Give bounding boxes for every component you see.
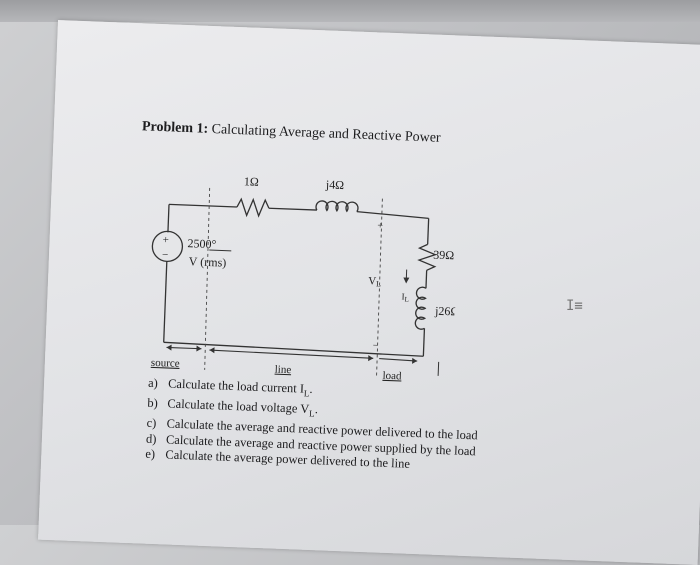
line-arrow-right-head <box>368 355 373 361</box>
line-resistance-label: 1Ω <box>244 174 260 189</box>
source-section-label: source <box>151 357 180 370</box>
source-arrow <box>167 347 202 348</box>
document-page: Problem 1: Calculating Average and React… <box>38 20 700 565</box>
text-cursor-icon: I≡ <box>566 298 583 314</box>
il-arrow-head <box>403 277 409 283</box>
vl-minus-sign: − <box>373 340 379 351</box>
circuit-diagram: + − + − 1Ω j <box>132 141 461 393</box>
problem-label: Problem 1: <box>142 119 209 137</box>
source-minus-sign: − <box>162 249 169 261</box>
load-reactance-label: j26Ω <box>434 304 460 319</box>
source-plus-sign: + <box>162 234 169 246</box>
problem-title: Calculating Average and Reactive Power <box>211 122 441 146</box>
line-resistor <box>237 199 270 216</box>
load-arrow <box>379 359 417 361</box>
left-wire-top <box>168 204 169 232</box>
source-arrow-right-head <box>196 346 201 352</box>
right-wire-top <box>428 218 429 244</box>
top-wire-right <box>357 212 429 219</box>
load-section-label: load <box>382 370 402 383</box>
load-arrow-right-head <box>412 358 417 364</box>
source-units-label: V (rms) <box>189 254 227 269</box>
line-arrow <box>209 350 373 358</box>
left-wire-bottom <box>164 261 167 342</box>
source-voltage-label: 2500° <box>187 236 217 251</box>
monitor-bezel <box>0 0 700 22</box>
line-section-label: line <box>275 364 292 377</box>
top-wire-left <box>169 204 237 207</box>
source-arrow-left-head <box>166 344 171 350</box>
line-inductor <box>316 201 358 212</box>
il-label: IL <box>401 291 409 303</box>
vl-plus-sign: + <box>377 220 383 231</box>
source-divider <box>203 188 212 370</box>
top-wire-mid <box>269 208 317 210</box>
load-resistance-label: 39Ω <box>433 248 455 263</box>
question-list: a)Calculate the load current IL. b)Calcu… <box>145 376 479 475</box>
line-reactance-label: j4Ω <box>325 177 345 192</box>
right-wire-mid <box>426 270 427 288</box>
load-inductor <box>415 287 426 329</box>
right-wire-bottom <box>423 328 424 356</box>
line-arrow-left-head <box>209 347 214 353</box>
